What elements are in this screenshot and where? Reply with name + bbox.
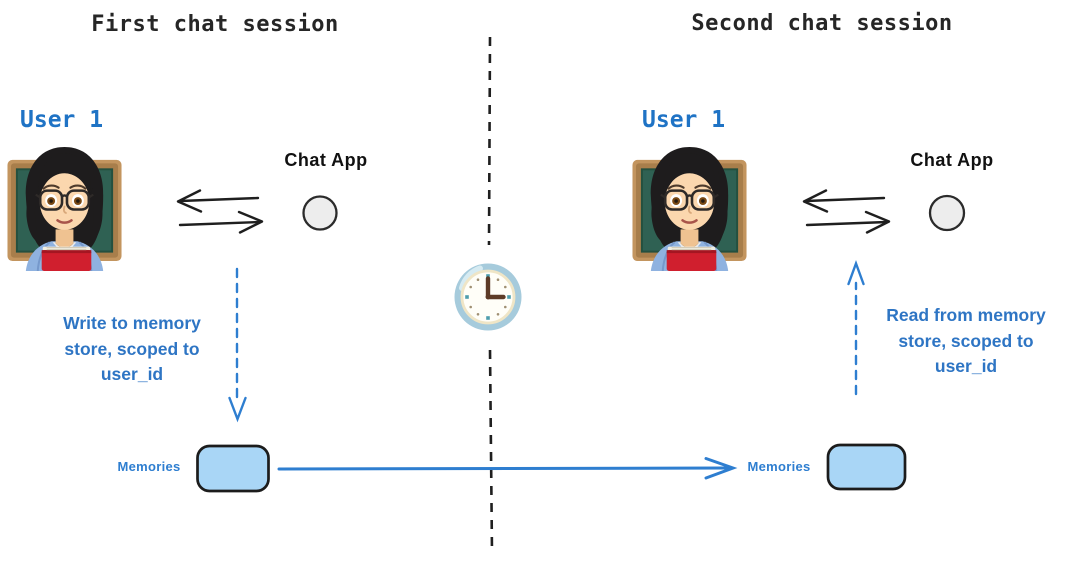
user-label-left: User 1 xyxy=(20,107,104,133)
read-memory-arrow xyxy=(847,260,865,396)
request-response-arrows-left xyxy=(176,189,264,234)
read-note: Read from memory store, scoped to user_i… xyxy=(886,303,1046,380)
memories-box-left xyxy=(196,444,270,493)
request-response-arrows-right xyxy=(802,189,891,234)
write-note: Write to memory store, scoped to user_id xyxy=(63,311,201,388)
write-memory-arrow xyxy=(228,267,247,423)
note-line: user_id xyxy=(934,356,998,376)
note-line: Read from memory xyxy=(886,305,1046,325)
session-divider-line xyxy=(487,36,494,554)
second-session-title: Second chat session xyxy=(691,11,953,36)
memories-label-left: Memories xyxy=(117,459,181,474)
note-line: Write to memory xyxy=(63,313,201,333)
note-line: store, scoped to xyxy=(898,330,1034,351)
chat-app-circle-icon-right xyxy=(928,194,966,232)
note-line: user_id xyxy=(100,364,164,384)
chat-app-label-left: Chat App xyxy=(284,150,368,170)
chat-app-circle-icon-left xyxy=(302,195,338,231)
user-label-right: User 1 xyxy=(642,107,726,133)
memories-label-right: Memories xyxy=(747,459,811,474)
clock-icon xyxy=(454,263,522,331)
note-line: store, scoped to xyxy=(64,338,200,359)
memories-box-right xyxy=(826,443,907,491)
memory-transfer-arrow xyxy=(277,457,738,480)
woman-teacher-icon-left xyxy=(6,145,123,271)
chat-app-label-right: Chat App xyxy=(910,150,994,170)
woman-teacher-icon-right xyxy=(631,145,748,271)
first-session-title: First chat session xyxy=(91,12,339,37)
